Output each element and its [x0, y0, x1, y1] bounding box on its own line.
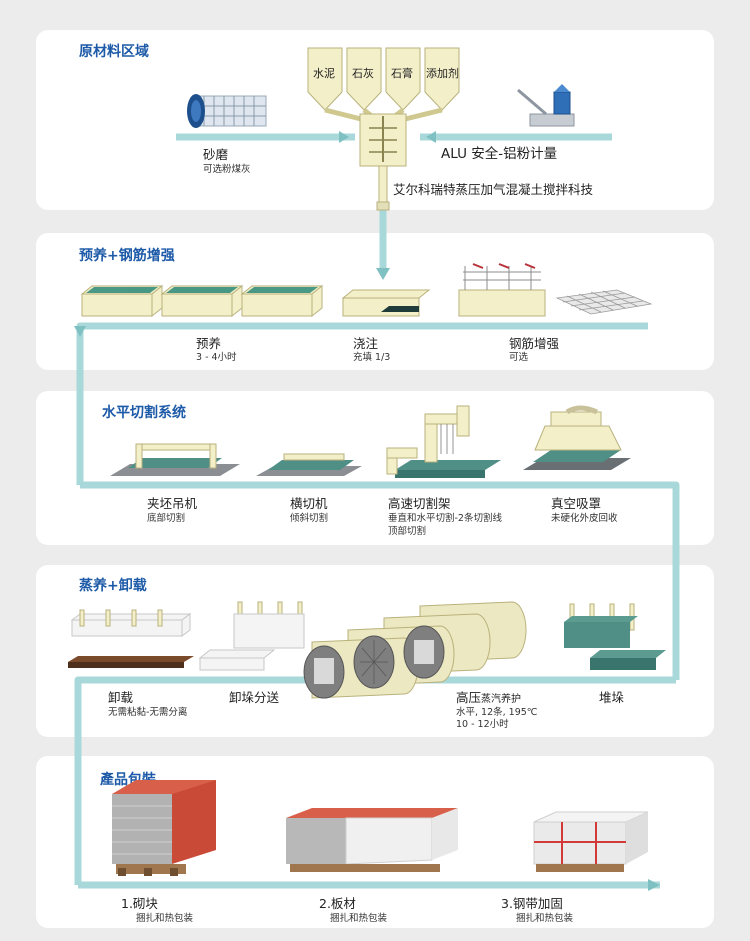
- label-casting: 浇注: [353, 336, 379, 351]
- high-speed-cutter-illustration: [386, 405, 501, 478]
- autoclaves-illustration: [303, 601, 527, 699]
- stacking-illustration: [564, 603, 666, 670]
- vacuum-hood-illustration: [523, 405, 631, 470]
- aluminium-dosing-illustration: [517, 84, 575, 127]
- label-ball-mill: 砂磨: [203, 147, 229, 162]
- label-autoclave-main: 高压: [456, 690, 482, 705]
- sub2-autoclave: 10 - 12小时: [456, 719, 509, 730]
- ball-mill-illustration: [187, 94, 267, 128]
- tilting-crane-illustration: [110, 443, 240, 476]
- label-high-speed-cutter: 高速切割架: [388, 496, 451, 511]
- sub-autoclave: 水平, 12条, 195℃: [456, 707, 538, 718]
- sub-vacuum-hood: 未硬化外皮回收: [551, 513, 618, 524]
- sub-steel-strap: 捆扎和热包装: [516, 913, 574, 924]
- silo-label-cement: 水泥: [313, 67, 335, 80]
- label-autoclave-small: 蒸汽养护: [481, 694, 522, 705]
- section-title-autoclave: 蒸养+卸载: [79, 578, 147, 594]
- sub-panels: 捆扎和热包装: [330, 913, 388, 924]
- label-blocks: 1.砌块: [121, 896, 158, 911]
- label-panels: 2.板材: [319, 896, 356, 911]
- steel-strap-package-illustration: [533, 811, 649, 872]
- label-precuring: 预养: [196, 336, 222, 351]
- unloading-illustration: [68, 609, 194, 668]
- sub-unloading: 无需粘黏-无需分离: [108, 707, 188, 718]
- silo-label-gypsum: 石膏: [391, 67, 413, 80]
- section-title-precuring: 预养+钢筋增强: [79, 248, 175, 264]
- silo-label-lime: 石灰: [352, 67, 374, 80]
- silo-label-additive: 添加剂: [426, 67, 459, 80]
- label-stacking: 堆垛: [599, 690, 625, 705]
- label-cross-cutter: 横切机: [290, 496, 328, 511]
- destacking-illustration: [198, 601, 305, 671]
- block-package-illustration: [112, 780, 216, 876]
- sub-precuring: 3 - 4小时: [196, 352, 237, 363]
- section-title-raw: 原材料区域: [79, 44, 149, 60]
- sub-high-speed-cutter: 垂直和水平切割-2条切割线: [388, 513, 502, 524]
- sub-blocks: 捆扎和热包装: [136, 913, 194, 924]
- precuring-molds-illustration: [80, 284, 324, 318]
- casting-mold-illustration: [341, 289, 431, 317]
- cross-cutter-illustration: [256, 453, 362, 476]
- label-vacuum-hood: 真空吸罩: [551, 496, 602, 511]
- sub-cross-cutter: 倾斜切割: [290, 513, 329, 524]
- reinforcement-cage-illustration: [458, 263, 653, 317]
- label-steel-strap: 3.钢带加固: [501, 896, 563, 911]
- sub-ball-mill: 可选粉煤灰: [203, 164, 251, 175]
- label-reinforcement: 钢筋增强: [509, 336, 560, 351]
- section-title-cutting: 水平切割系统: [102, 405, 186, 421]
- label-alu-dosing: ALU 安全-铝粉计量: [441, 146, 558, 162]
- label-unloading: 卸载: [108, 690, 134, 705]
- sub2-high-speed-cutter: 顶部切割: [388, 526, 427, 537]
- label-mixer: 艾尔科瑞特蒸压加气混凝土搅拌科技: [393, 182, 594, 197]
- label-tilting-crane: 夹坯吊机: [147, 496, 198, 511]
- sub-reinforcement: 可选: [509, 352, 529, 363]
- silos-mixer-illustration: [307, 47, 460, 211]
- sub-tilting-crane: 底部切割: [147, 513, 186, 524]
- panel-package-illustration: [286, 808, 458, 872]
- sub-casting: 充填 1/3: [353, 352, 391, 363]
- label-autoclave: 高压蒸汽养护: [456, 690, 521, 707]
- label-destacking: 卸垛分送: [229, 690, 280, 705]
